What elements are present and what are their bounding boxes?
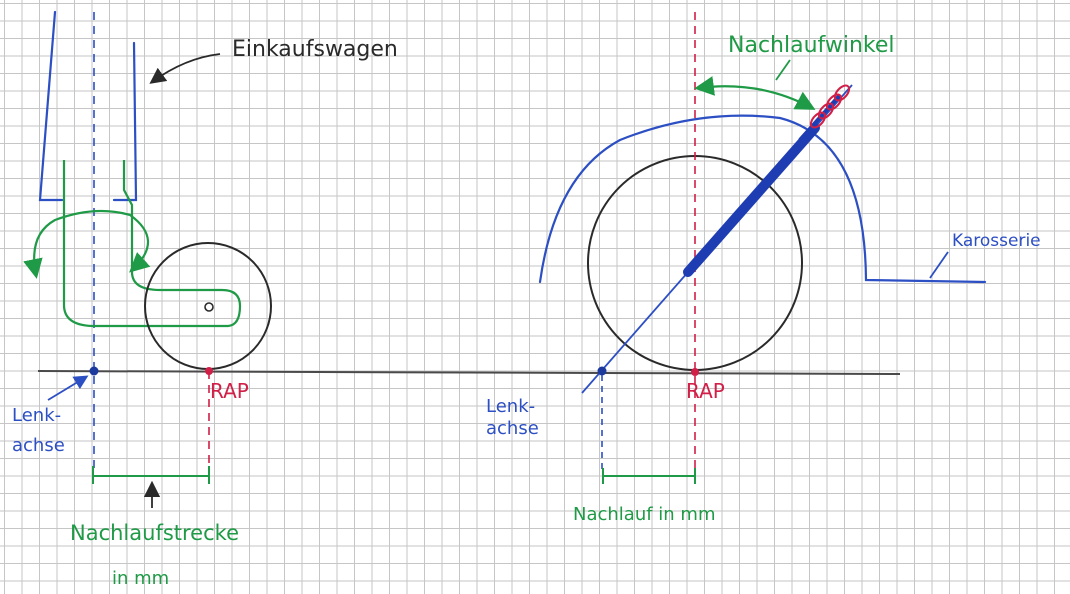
caster-angle-arc	[694, 76, 816, 110]
label-nachlauf-in-mm: Nachlauf in mm	[573, 504, 716, 525]
label-in-mm: in mm	[112, 568, 169, 589]
caster-trail-dimension	[602, 468, 696, 484]
ground-line	[37, 370, 901, 375]
label-nachlaufwinkel: Nachlaufwinkel	[728, 33, 895, 58]
label-left-lenk: Lenk-	[12, 405, 61, 426]
label-right-rap: RAP	[686, 379, 725, 403]
cart-frame	[38, 10, 138, 202]
shopping-cart-caster	[23, 10, 272, 508]
label-right-achse: achse	[486, 418, 539, 439]
label-left-achse: achse	[12, 435, 65, 456]
left-axis-point	[89, 366, 99, 376]
label-karosserie: Karosserie	[952, 231, 1041, 251]
swivel-arrow	[23, 209, 151, 279]
label-right-lenk: Lenk-	[486, 396, 535, 417]
wheel-hub	[204, 302, 214, 312]
strut-damper	[683, 123, 820, 277]
left-axis-pointer	[47, 375, 89, 401]
label-einkaufswagen: Einkaufswagen	[232, 37, 398, 62]
car-body-fender	[538, 114, 987, 284]
angle-label-pointer	[775, 59, 791, 81]
trail-dimension	[92, 466, 210, 484]
car-wheel-caster	[538, 12, 987, 484]
spring	[809, 84, 851, 129]
label-left-rap: RAP	[210, 379, 249, 403]
right-axis-point	[597, 366, 607, 376]
label-nachlaufstrecke: Nachlaufstrecke	[70, 521, 239, 545]
left-rap-point	[205, 367, 213, 375]
caster-fork	[62, 160, 242, 328]
body-pointer	[929, 251, 949, 279]
cart-pointer-arrow	[149, 53, 221, 84]
right-rap-point	[691, 368, 699, 376]
